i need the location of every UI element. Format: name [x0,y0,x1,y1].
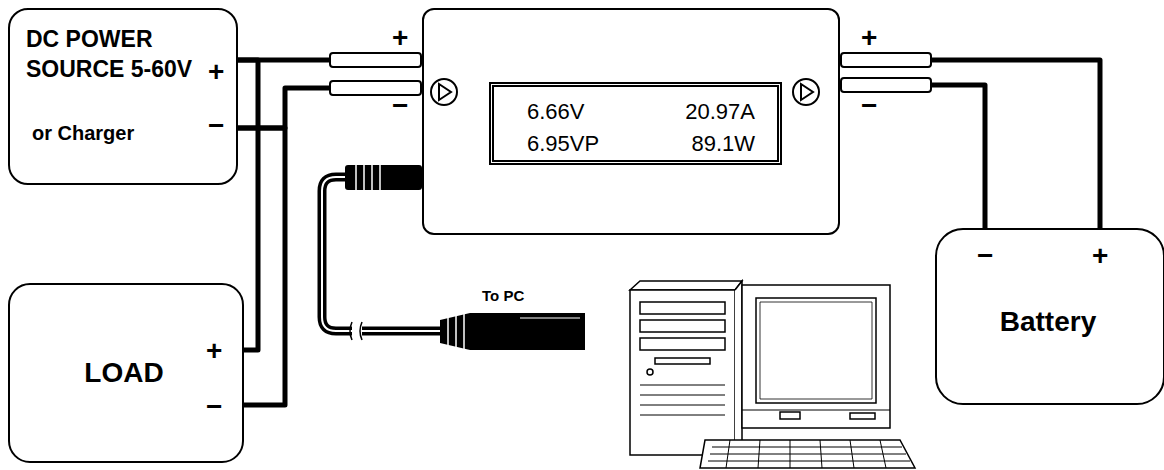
load-box: + −LOAD [8,283,244,463]
node-label: LOAD [10,357,238,389]
terminal-sign: + [206,335,222,367]
meter-reading: 89.1W [691,131,755,156]
cable-label: To PC [482,287,524,304]
meter-housing: ++−−6.66V20.97A6.95VP89.1W [422,8,840,235]
pc-plug [440,313,585,350]
node-label: or Charger [32,122,134,145]
computer-icon [630,281,915,468]
terminal-sign: + [208,56,224,88]
terminal-sign: − [206,391,222,423]
meter-reading: 6.95VP [527,131,599,156]
lcd-display: 6.66V 20.97A 6.95VP 89.1W [489,82,782,165]
terminal-sign: − [861,90,877,122]
power-wire [238,128,285,405]
terminal-sign: + [861,22,877,54]
power-source-box: DC POWER SOURCE 5-60V or Charger + − [8,8,238,185]
meter-plug [345,165,422,190]
terminal-sign: − [392,90,408,122]
power-wire [840,85,985,228]
battery-box: − + Battery [935,228,1164,405]
meter-reading: 6.66V [527,99,585,124]
terminal-sign: + [1092,240,1108,272]
node-label: DC POWER SOURCE 5-60V [26,24,196,84]
meter-reading: 20.97A [685,99,755,124]
cable-break [350,322,362,340]
terminal-sign: + [392,22,408,54]
terminal-sign: − [208,110,224,142]
node-label: Battery [937,306,1159,338]
power-wire [840,60,1100,228]
terminal-sign: − [977,240,993,272]
